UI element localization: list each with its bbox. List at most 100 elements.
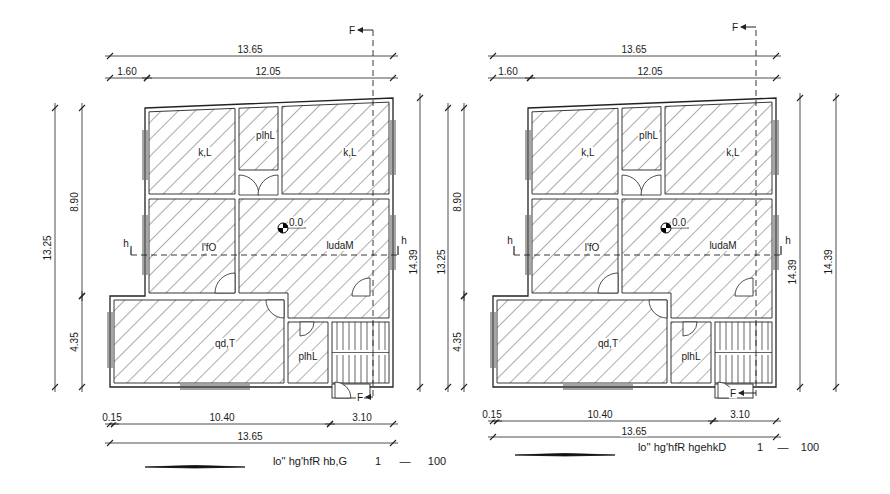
stair-step <box>756 355 757 383</box>
room-label: k,L <box>725 147 740 158</box>
room-label: l'fO <box>201 242 218 253</box>
window <box>530 130 531 180</box>
title-underline <box>515 454 615 457</box>
dimension-line <box>800 93 801 392</box>
hatched-room <box>622 107 661 170</box>
plan-title: lo'' hg'hfR hgehkD <box>637 441 727 453</box>
plan <box>491 30 781 398</box>
stair-step <box>385 355 386 383</box>
annotation-text: F <box>348 25 356 36</box>
door-swing <box>649 300 667 318</box>
dimension-text: 13.25 <box>42 234 53 261</box>
room-area: qd,T <box>497 300 667 383</box>
dimension-tick <box>107 75 113 81</box>
room-label: plhL <box>681 351 702 362</box>
hatched-room <box>497 300 667 383</box>
hatched-room <box>114 300 284 383</box>
room-label: plhL <box>638 130 659 141</box>
stair-step <box>361 322 362 350</box>
window <box>180 389 250 390</box>
level-leader <box>671 228 689 229</box>
window <box>526 130 527 180</box>
annotation-text: 1.60 <box>116 66 137 77</box>
dimension-text: 4.35 <box>69 331 80 352</box>
stair-step <box>768 322 769 350</box>
annotation-text: h <box>400 235 408 246</box>
stair-step <box>349 355 350 383</box>
stair-step <box>738 355 739 383</box>
section-arrowhead <box>357 27 363 33</box>
stair-step <box>726 355 727 383</box>
window <box>395 215 396 270</box>
room-area: k,L <box>665 100 772 194</box>
stair-step <box>385 322 386 350</box>
dimension-line <box>82 103 83 301</box>
stair-step <box>732 355 733 383</box>
window <box>530 215 531 275</box>
annotation-text: 12.05 <box>636 66 663 77</box>
window <box>778 120 779 175</box>
stair-step <box>373 355 374 383</box>
annotation-text: F <box>729 388 737 399</box>
dimension-tick <box>390 440 396 446</box>
annotation-text: 0.15 <box>481 409 502 420</box>
stair-step <box>744 322 745 350</box>
annotation-text: F <box>356 392 364 403</box>
dimension-line <box>448 103 449 392</box>
dimension-tick <box>445 105 451 111</box>
stair-step <box>379 355 380 383</box>
stair-step <box>744 355 745 383</box>
dimension-line <box>325 424 398 425</box>
annotation-text: 3.10 <box>351 412 372 423</box>
door-swing <box>735 278 753 296</box>
room-label: ludaM <box>325 240 354 251</box>
annotation-text: 0.0 <box>288 217 304 228</box>
window <box>143 130 144 180</box>
dimension-text: 14.39 <box>823 248 834 275</box>
plan-title: — <box>777 441 790 453</box>
window <box>774 120 775 175</box>
dimension-tick <box>490 434 496 440</box>
section-line <box>131 255 398 256</box>
annotation-text: 0.0 <box>671 217 687 228</box>
hatched-room <box>532 108 618 194</box>
room-area: l'fO <box>532 199 618 293</box>
dimension-line <box>492 421 718 422</box>
door-swing <box>683 322 697 336</box>
window <box>143 215 144 275</box>
plan-title: lo'' hg'hfR hb,G <box>272 455 348 467</box>
dimension-line <box>105 443 398 444</box>
dimension-tick <box>773 434 779 440</box>
section-arrowhead <box>738 390 744 396</box>
stair-step <box>768 355 769 383</box>
section-mark <box>513 246 514 255</box>
dimension-tick <box>797 384 803 390</box>
dimension-line <box>836 93 837 392</box>
window <box>147 130 148 180</box>
room-area: plhL <box>288 322 328 383</box>
stair-step <box>337 322 338 350</box>
annotation-text: 0.15 <box>101 412 122 423</box>
dimension-tick <box>833 384 839 390</box>
level-symbol <box>661 223 671 233</box>
room-label: plhL <box>255 130 276 141</box>
dimension-tick <box>833 95 839 101</box>
section-line <box>756 30 757 396</box>
dimension-line <box>464 103 465 301</box>
room-area: k,L <box>532 104 618 194</box>
door-swing <box>300 322 314 336</box>
window <box>147 215 148 275</box>
room-area: k,L <box>282 100 389 194</box>
hatched-room <box>149 108 235 194</box>
room-label: k,L <box>342 147 357 158</box>
section-arrowhead <box>365 394 371 400</box>
dimension-line <box>464 291 465 392</box>
window <box>491 312 492 368</box>
room-area: l'fO <box>149 199 235 293</box>
annotation-text: 3.10 <box>729 409 750 420</box>
dimension-tick <box>52 105 58 111</box>
hatched-room <box>288 322 328 383</box>
window <box>774 215 775 270</box>
dimension-tick <box>490 75 496 81</box>
